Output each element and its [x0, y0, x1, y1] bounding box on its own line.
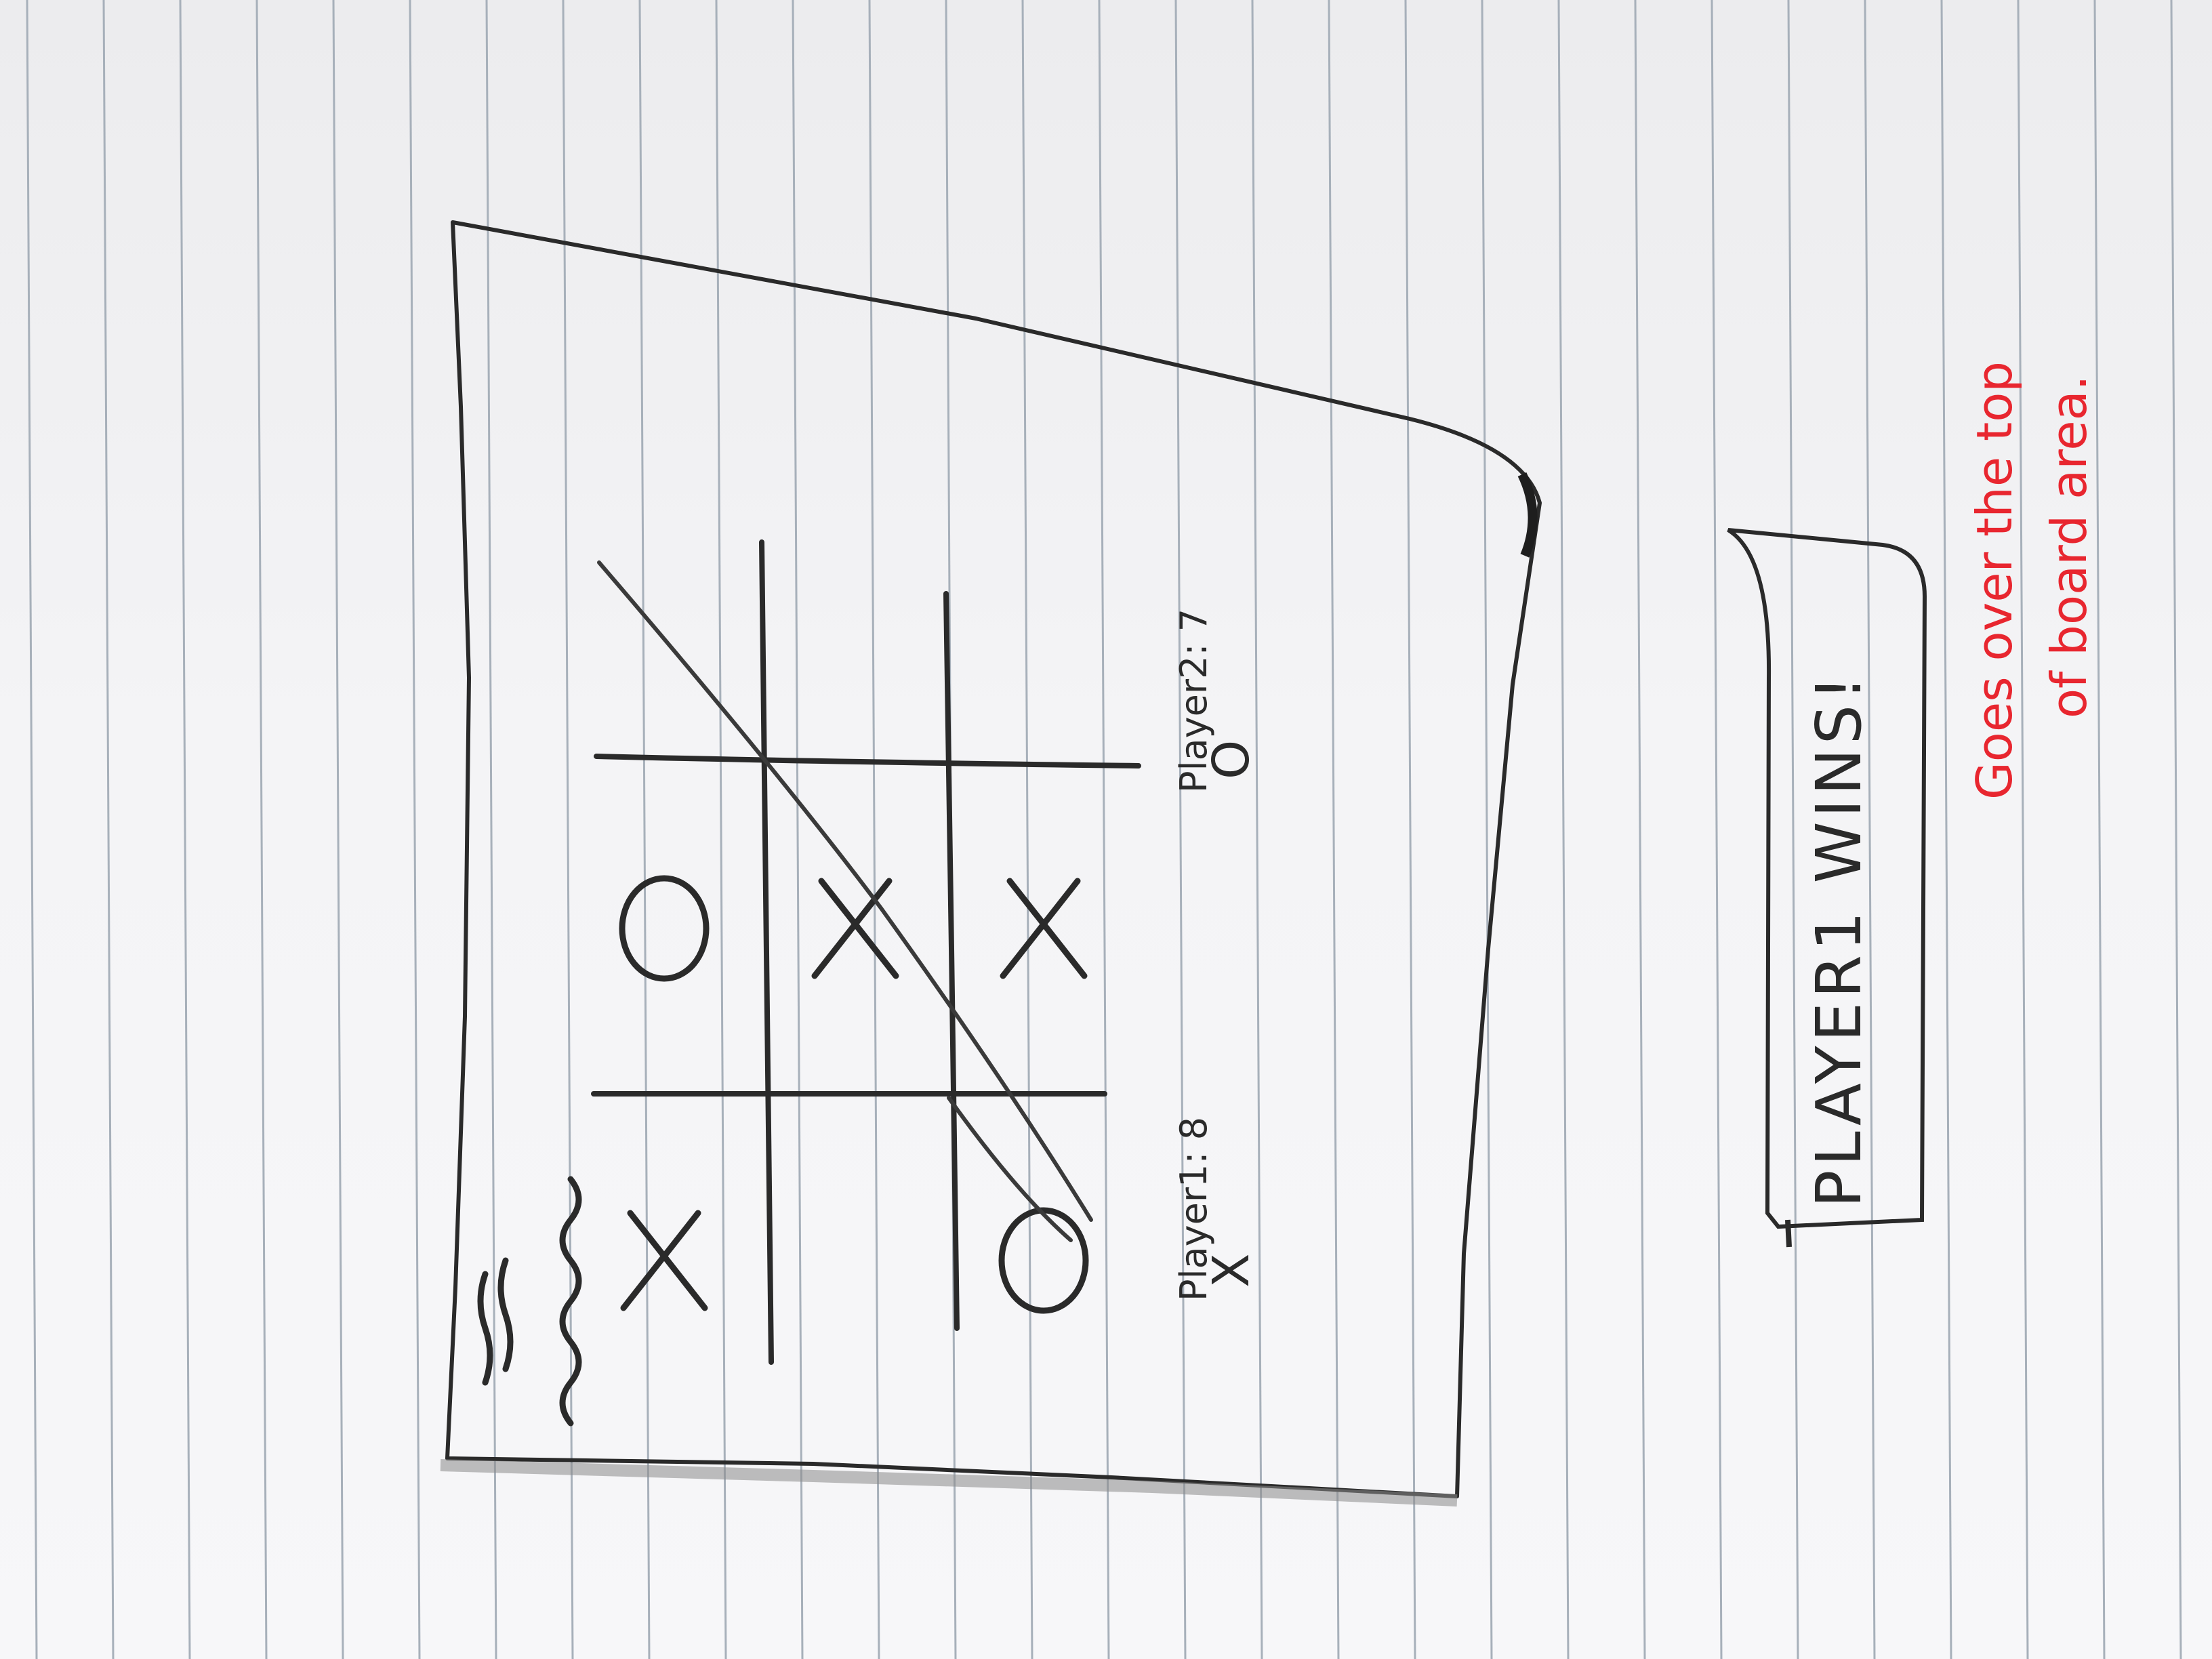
- notebook-rule-line: [868, 0, 880, 1659]
- x-mark: [620, 1210, 708, 1311]
- board-cell[interactable]: [774, 1125, 937, 1396]
- svg-text:Player2: 7: Player2: 7: [1172, 609, 1215, 793]
- board-cell[interactable]: [962, 793, 1125, 1064]
- notebook-rule-line: [26, 0, 38, 1659]
- notebook-rule-line: [1328, 0, 1340, 1659]
- notebook-rule-line: [332, 0, 344, 1659]
- svg-text:X: X: [1202, 1253, 1261, 1288]
- notebook-rule-line: [1251, 0, 1263, 1659]
- notebook-rule-line: [2170, 0, 2182, 1659]
- board: [583, 488, 1125, 1396]
- board-cell[interactable]: [774, 488, 937, 759]
- x-mark: [811, 878, 899, 979]
- notebook-rule-line: [485, 0, 497, 1659]
- board-cell[interactable]: [774, 793, 937, 1064]
- svg-text:Player1: 8: Player1: 8: [1172, 1117, 1215, 1301]
- notebook-rule-line: [1940, 0, 1952, 1659]
- notebook-rule-line: [1098, 0, 1110, 1659]
- player1-score: Player1: 8 X: [1172, 1117, 1261, 1301]
- svg-text:of board area.: of board area.: [2041, 375, 2097, 718]
- notebook-rule-line: [1481, 0, 1493, 1659]
- o-mark: [998, 1207, 1089, 1314]
- player2-score: Player2: 7 O: [1172, 609, 1261, 793]
- device-edge-mark: [1517, 472, 1538, 558]
- notebook-rule-line: [255, 0, 268, 1659]
- svg-text:PLAYER1 WINS!: PLAYER1 WINS!: [1803, 672, 1875, 1208]
- notebook-rule-line: [1634, 0, 1646, 1659]
- notebook-rule-line: [1557, 0, 1570, 1659]
- x-mark: [1000, 878, 1088, 979]
- notebook-rule-line: [1174, 0, 1187, 1659]
- board-cell[interactable]: [962, 1125, 1125, 1396]
- winner-banner: [1727, 528, 1927, 1229]
- notebook-rule-line: [1711, 0, 1723, 1659]
- svg-text:Goes over the top: Goes over the top: [1966, 361, 2023, 800]
- device-bottom-shadow: [440, 1459, 1458, 1507]
- notebook-rule-line: [1864, 0, 1876, 1659]
- notebook-rule-line: [409, 0, 421, 1659]
- board-cell[interactable]: [583, 488, 745, 759]
- board-cell[interactable]: [583, 1125, 745, 1396]
- menu-icon[interactable]: [477, 1176, 582, 1427]
- board-cell[interactable]: [583, 793, 745, 1064]
- notebook-rule-line: [179, 0, 191, 1659]
- o-mark: [619, 875, 710, 982]
- svg-text:O: O: [1202, 740, 1261, 779]
- notebook-rule-line: [102, 0, 115, 1659]
- annotation-note: Goes over the top of board area.: [1966, 361, 2097, 800]
- notebook-rule-line: [638, 0, 651, 1659]
- notebook-rule-line: [715, 0, 727, 1659]
- winner-text: PLAYER1 WINS!: [1803, 672, 1875, 1208]
- board-cell[interactable]: [962, 488, 1125, 759]
- notebook-rule-line: [792, 0, 804, 1659]
- win-strike-line: [597, 560, 1093, 1242]
- notebook-rule-line: [1787, 0, 1799, 1659]
- notebook-rule-line: [1021, 0, 1033, 1659]
- notebook-rule-line: [2093, 0, 2106, 1659]
- board-grid: [591, 539, 1141, 1365]
- notebook-rule-line: [2017, 0, 2029, 1659]
- notebook-rule-line: [1404, 0, 1416, 1659]
- banner-tick: [1785, 1219, 1792, 1248]
